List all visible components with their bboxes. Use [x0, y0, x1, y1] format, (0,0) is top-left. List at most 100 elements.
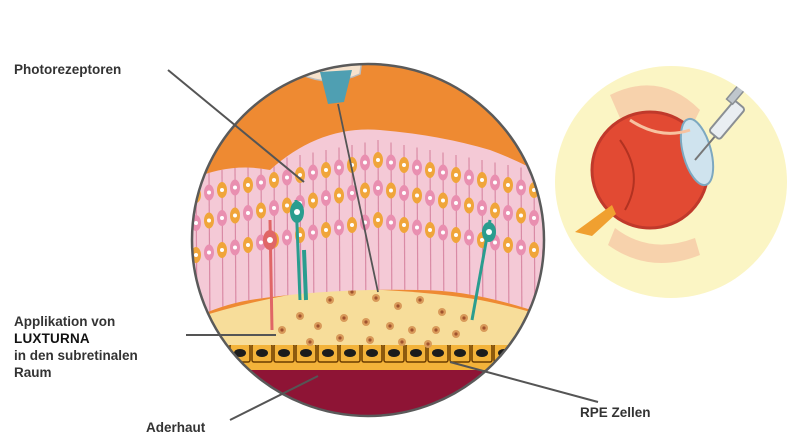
cell-nucleus [532, 248, 536, 252]
cell-nucleus [207, 191, 211, 195]
cell-nucleus [389, 161, 393, 165]
cell-nucleus [337, 194, 341, 198]
vector-particle-core [338, 336, 341, 339]
label-rpe: RPE Zellen [580, 404, 651, 421]
rpe-nucleus [410, 349, 422, 357]
cell-nucleus [324, 196, 328, 200]
label-photoreceptors: Photorezeptoren [14, 61, 121, 78]
cell-nucleus [519, 186, 523, 190]
cell-nucleus [259, 209, 263, 213]
cell-nucleus [415, 194, 419, 198]
vector-particle-core [374, 296, 377, 299]
cell-nucleus [493, 241, 497, 245]
cell-nucleus [467, 236, 471, 240]
label-application-line1: Applikation von [14, 313, 138, 330]
vector-particle-core [342, 316, 345, 319]
vector-particle-core [426, 342, 429, 345]
cell-nucleus [480, 178, 484, 182]
cell-nucleus [220, 216, 224, 220]
cell-nucleus [272, 178, 276, 182]
vector-particle-core [400, 340, 403, 343]
rpe-nucleus [520, 349, 532, 357]
cell-nucleus [480, 206, 484, 210]
vector-particle-core [434, 328, 437, 331]
cell-nucleus [207, 219, 211, 223]
cell-nucleus [337, 226, 341, 230]
cell-nucleus [415, 226, 419, 230]
vector-particle-core [280, 328, 283, 331]
rpe-nucleus [322, 349, 334, 357]
cell-nucleus [285, 204, 289, 208]
rpe-nucleus [388, 349, 400, 357]
cell-nucleus [220, 188, 224, 192]
cell-nucleus [376, 218, 380, 222]
vector-particle-core [462, 316, 465, 319]
cell-nucleus [545, 251, 549, 255]
cell-nucleus [415, 166, 419, 170]
cell-nucleus [194, 221, 198, 225]
label-choroid: Aderhaut [146, 419, 205, 436]
cell-nucleus [441, 231, 445, 235]
cell-nucleus [506, 183, 510, 187]
cell-nucleus [311, 171, 315, 175]
vector-particle-core [396, 304, 399, 307]
cell-nucleus [324, 168, 328, 172]
rpe-nucleus [366, 349, 378, 357]
cell-nucleus [519, 246, 523, 250]
cell-nucleus [493, 181, 497, 185]
cell-nucleus [207, 251, 211, 255]
cell-nucleus [454, 201, 458, 205]
vector-particle-core [368, 338, 371, 341]
cell-nucleus [246, 243, 250, 247]
cell-nucleus [402, 223, 406, 227]
cell-nucleus [454, 233, 458, 237]
cell-nucleus [350, 191, 354, 195]
cell-nucleus [285, 236, 289, 240]
rpe-cell [516, 344, 536, 362]
cell-nucleus [519, 214, 523, 218]
cell-nucleus [272, 206, 276, 210]
cell-nucleus [233, 246, 237, 250]
cell-nucleus [467, 204, 471, 208]
cell-body [542, 185, 552, 201]
cell-nucleus [545, 219, 549, 223]
vector-particle-core [350, 290, 353, 293]
cell-nucleus [441, 171, 445, 175]
cell-nucleus [428, 168, 432, 172]
cell-nucleus [233, 186, 237, 190]
cell-nucleus [467, 176, 471, 180]
rpe-nucleus [278, 349, 290, 357]
cell-nucleus [454, 173, 458, 177]
cell-nucleus [350, 223, 354, 227]
cell-nucleus [506, 211, 510, 215]
eye-inset [555, 66, 787, 298]
cell-nucleus [311, 231, 315, 235]
cell-nucleus [402, 191, 406, 195]
cell-axon [547, 173, 548, 331]
label-application-brand: LUXTURNA [14, 330, 138, 347]
label-application: Applikation von LUXTURNA in den subretin… [14, 313, 138, 381]
label-application-line3: in den subretinalen [14, 347, 138, 364]
vector-particle-core [454, 332, 457, 335]
cell-nucleus [363, 189, 367, 193]
vector-particle-core [410, 328, 413, 331]
cell-nucleus [493, 209, 497, 213]
vector-particle-core [482, 326, 485, 329]
cell-nucleus [376, 158, 380, 162]
cell-nucleus [363, 161, 367, 165]
rpe-nucleus [454, 349, 466, 357]
vector-particle-core [418, 298, 421, 301]
cell-nucleus [441, 199, 445, 203]
cell-nucleus [246, 183, 250, 187]
magnified-retina-circle [180, 40, 560, 430]
cell-nucleus [259, 181, 263, 185]
cell-nucleus [259, 241, 263, 245]
cell-nucleus [220, 248, 224, 252]
cell-nucleus [532, 216, 536, 220]
cell-nucleus [246, 211, 250, 215]
vector-particle-core [308, 340, 311, 343]
cell-nucleus [428, 196, 432, 200]
cell-nucleus [506, 243, 510, 247]
cell-nucleus [428, 228, 432, 232]
rpe-nucleus [300, 349, 312, 357]
